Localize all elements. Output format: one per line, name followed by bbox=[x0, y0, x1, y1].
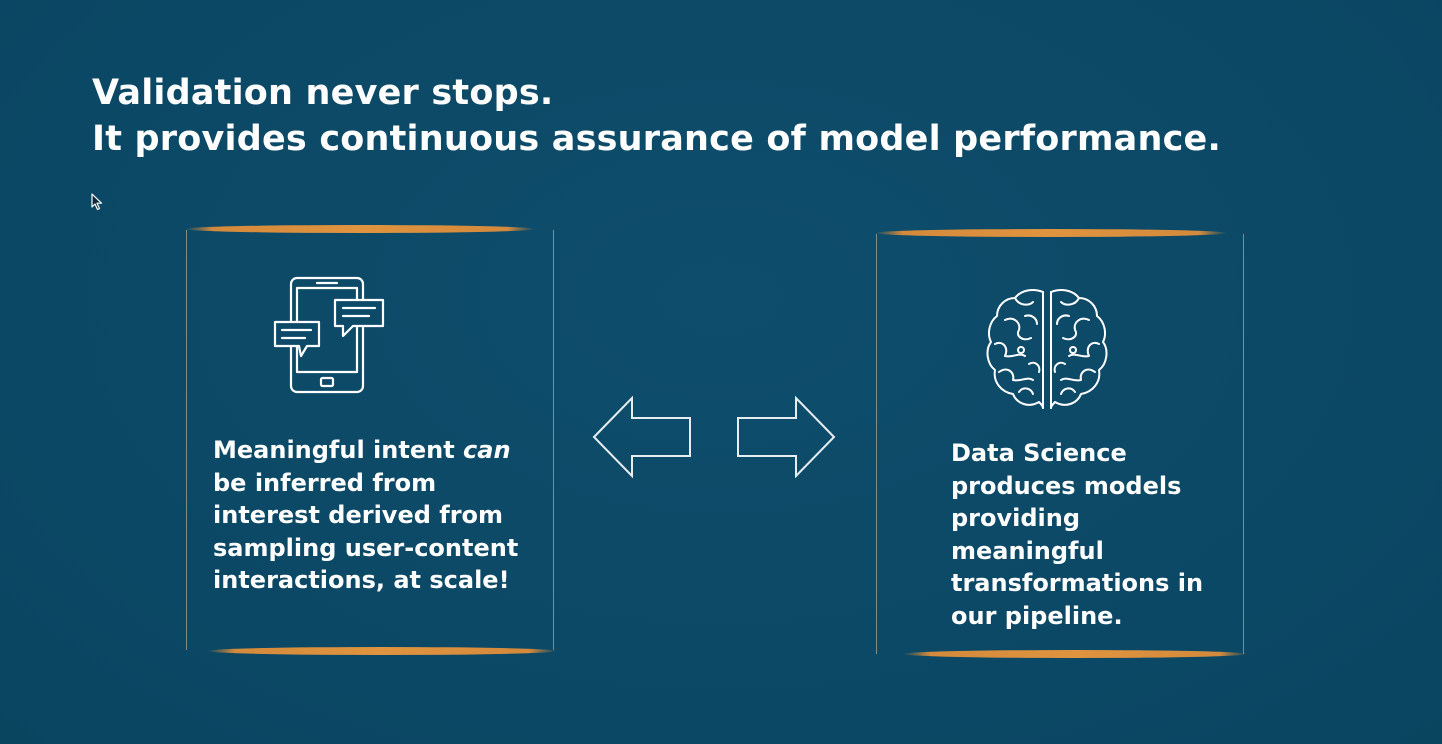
arrow-right-icon bbox=[737, 396, 836, 478]
intent-text-emphasis: can bbox=[463, 436, 511, 464]
intent-text-start: Meaningful intent bbox=[213, 436, 464, 464]
card-bottom-accent bbox=[903, 650, 1247, 658]
mouse-cursor-icon bbox=[91, 193, 103, 211]
card-bottom-accent bbox=[207, 647, 557, 655]
intent-card-text: Meaningful intent can be inferred from i… bbox=[213, 434, 543, 597]
data-science-card-text: Data Science produces models providing m… bbox=[951, 439, 1204, 630]
intent-text-end: be inferred from interest derived from s… bbox=[213, 468, 519, 595]
slide-title: Validation never stops. It provides cont… bbox=[92, 70, 1221, 162]
data-science-card: Data Science produces models providing m… bbox=[875, 229, 1247, 658]
intent-card: Meaningful intent can be inferred from i… bbox=[185, 225, 557, 655]
card-top-accent bbox=[875, 229, 1227, 237]
brain-icon bbox=[986, 289, 1108, 409]
card-top-accent bbox=[185, 225, 535, 233]
slide-title-line-2: It provides continuous assurance of mode… bbox=[92, 119, 1221, 159]
slide-title-line-1: Validation never stops. bbox=[92, 73, 554, 113]
arrow-left-icon bbox=[592, 396, 691, 478]
tablet-chat-icon bbox=[273, 276, 385, 394]
